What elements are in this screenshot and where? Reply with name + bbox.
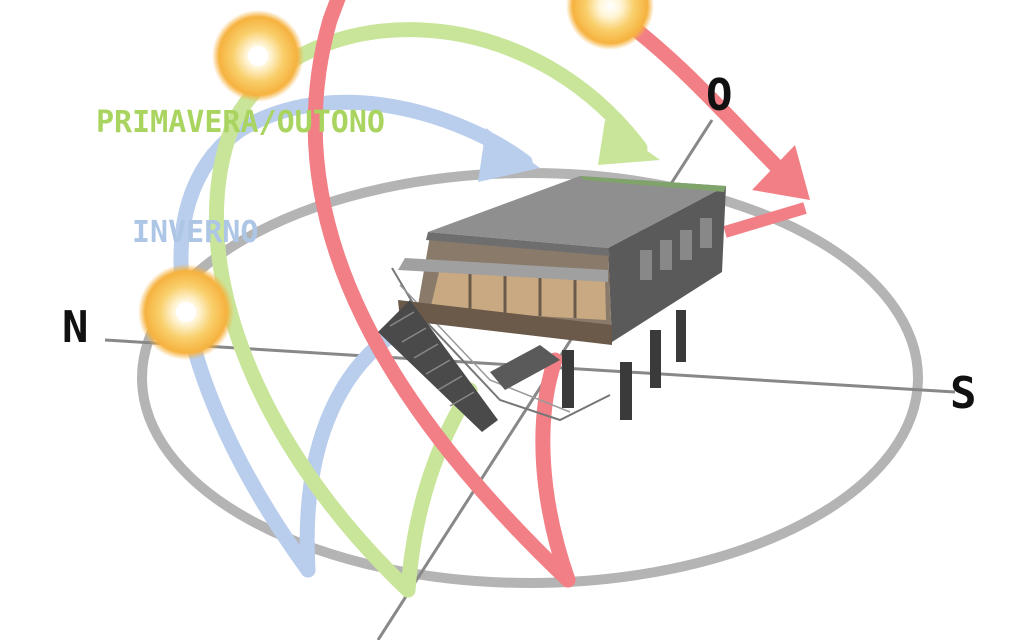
- winter-arrowhead: [478, 128, 540, 182]
- summer-path-return: [535, 352, 576, 588]
- house-icon: [378, 176, 726, 432]
- sun-icon: [212, 10, 304, 102]
- winter-label: INVERNO: [132, 215, 259, 250]
- sun-icon: [138, 264, 234, 360]
- sun-icon: [566, 0, 654, 50]
- summer-sun-path: [307, 0, 576, 588]
- spring-autumn-sun-path: [209, 22, 648, 598]
- west-label: O: [706, 70, 733, 121]
- summer-arrowhead: [752, 145, 810, 200]
- north-label: N: [62, 302, 89, 353]
- spring-autumn-arrowhead: [598, 120, 660, 165]
- horizon-ellipse: [137, 168, 923, 588]
- summer-path-stub: [723, 202, 807, 238]
- south-label: S: [950, 368, 977, 419]
- spring-autumn-label: PRIMAVERA/OUTONO: [96, 105, 385, 140]
